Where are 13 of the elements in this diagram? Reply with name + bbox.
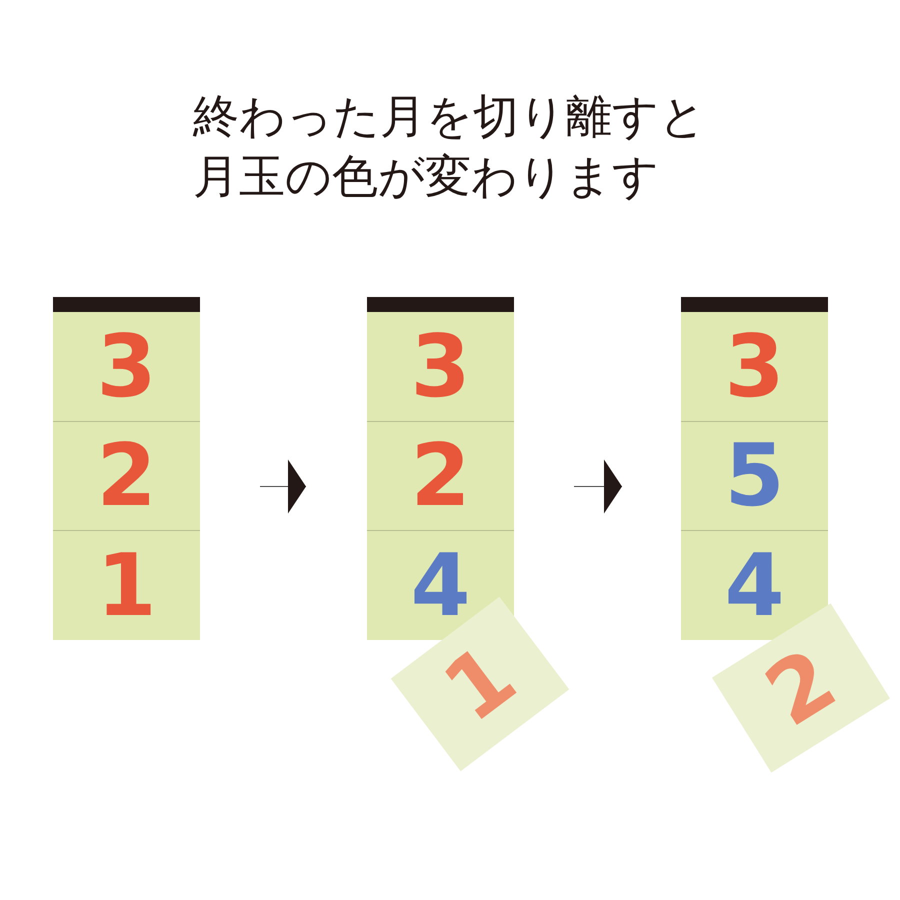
month-sheet: 5 xyxy=(681,421,828,530)
tear-off-calendar xyxy=(681,297,828,640)
month-sheet: 3 xyxy=(53,312,200,421)
arrow xyxy=(260,460,306,514)
month-sheet: 1 xyxy=(53,530,200,640)
tear-off-calendar xyxy=(53,297,200,640)
tear-off-calendar xyxy=(367,297,514,640)
month-sheet: 2 xyxy=(53,421,200,530)
title: 終わった月を切り離すと月玉の色が変わります xyxy=(193,88,707,205)
month-sheet: 3 xyxy=(681,312,828,421)
arrow xyxy=(574,460,622,514)
month-sheet: 2 xyxy=(367,421,514,530)
month-sheet: 3 xyxy=(367,312,514,421)
